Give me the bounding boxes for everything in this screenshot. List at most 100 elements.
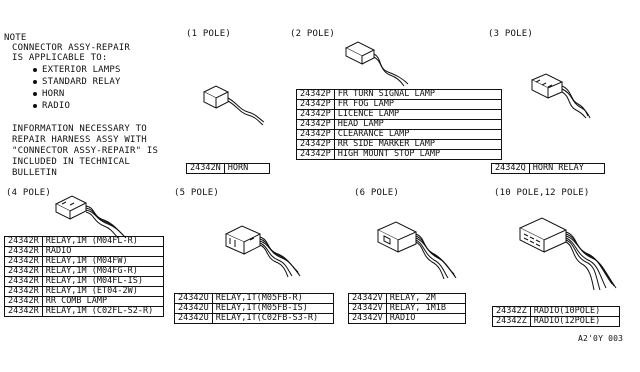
part-number: 24342V <box>348 293 387 304</box>
part-description: FR TURN SIGNAL LAMP <box>333 89 502 100</box>
part-number: 24342V <box>348 303 387 314</box>
part-number: 24342R <box>4 266 43 277</box>
part-number: 24342U <box>174 313 213 324</box>
connector-1-pole-icon <box>202 85 265 126</box>
part-description: RELAY,1M (M04FW) <box>41 256 164 267</box>
connector-6-pole-icon <box>376 221 457 280</box>
pole4-label: (4 POLE) <box>6 188 51 198</box>
info-line-1: INFORMATION NECESSARY TO <box>12 124 147 134</box>
part-description: RR COMB LAMP <box>41 296 164 307</box>
bullet-icon <box>33 92 37 96</box>
part-description: RR SIDE MARKER LAMP <box>333 139 502 150</box>
info-line-4: INCLUDED IN TECHNICAL <box>12 157 130 167</box>
part-number: 24342R <box>4 286 43 297</box>
part-number: 24342R <box>4 246 43 257</box>
connector-5-pole-icon <box>224 225 301 278</box>
pole1-label: (1 POLE) <box>186 29 231 39</box>
part-description: FR FOG LAMP <box>333 99 502 110</box>
pole3-label: (3 POLE) <box>488 29 533 39</box>
info-line-2: REPAIR HARNESS ASSY WITH <box>12 135 147 145</box>
part-number: 24342P <box>296 119 335 130</box>
part-description: RELAY,1M (M04FL-IS) <box>41 276 164 287</box>
diagram-code: A2'0Y 003 <box>578 334 624 343</box>
part-number: 24342R <box>4 236 43 247</box>
part-description: RADIO(10POLE) <box>529 306 620 317</box>
part-number: 24342U <box>174 293 213 304</box>
part-description: RELAY,1M (ET04-2W) <box>41 286 164 297</box>
note-item-standard-relay: STANDARD RELAY <box>42 77 121 87</box>
table-row: 24342N HORN <box>186 163 270 174</box>
part-number: 24342U <box>174 303 213 314</box>
bullet-icon <box>33 104 37 108</box>
info-line-3: "CONNECTOR ASSY-REPAIR" IS <box>12 146 159 156</box>
bullet-icon <box>33 68 37 72</box>
part-number: 24342R <box>4 256 43 267</box>
part-description: LICENCE LAMP <box>333 109 502 120</box>
part-number: 24342V <box>348 313 387 324</box>
part-number: 24342Z <box>492 316 531 327</box>
note-title: NOTE <box>4 33 27 43</box>
part-number: 24342P <box>296 109 335 120</box>
part-description: HEAD LAMP <box>333 119 502 130</box>
connector-10-12-pole-icon <box>518 217 617 291</box>
part-number: 24342P <box>296 89 335 100</box>
part-description: CLEARANCE LAMP <box>333 129 502 140</box>
part-description: HORN RELAY <box>528 163 605 174</box>
note-line-1: CONNECTOR ASSY-REPAIR <box>12 43 130 53</box>
part-description: RELAY,1T(M05FB-IS) <box>211 303 334 314</box>
part-description: HIGH MOUNT STOP LAMP <box>333 149 502 160</box>
part-description: RADIO <box>385 313 466 324</box>
connector-2-pole-icon <box>344 41 409 87</box>
connector-4-pole-icon <box>54 195 127 239</box>
part-description: RELAY,1T(C02FB-S3-R) <box>211 313 334 324</box>
note-item-exterior-lamps: EXTERIOR LAMPS <box>42 65 121 75</box>
table-row: 24342Q HORN RELAY <box>491 163 605 174</box>
part-description: HORN <box>223 163 270 174</box>
connector-3-pole-icon <box>530 73 591 119</box>
part-number: 24342Z <box>492 306 531 317</box>
note-item-radio: RADIO <box>42 101 71 111</box>
part-number: 24342P <box>296 129 335 140</box>
part-number: 24342P <box>296 99 335 110</box>
pole3-parts-table: 24342Q HORN RELAY <box>491 163 605 174</box>
part-number: 24342R <box>4 306 43 317</box>
bullet-icon <box>33 80 37 84</box>
note-line-2: IS APPLICABLE TO: <box>12 53 108 63</box>
pole10-label: (10 POLE,12 POLE) <box>494 188 590 198</box>
pole2-label: (2 POLE) <box>290 29 335 39</box>
part-number: 24342R <box>4 276 43 287</box>
pole1-parts-table: 24342N HORN <box>186 163 270 174</box>
pole5-label: (5 POLE) <box>174 188 219 198</box>
part-description: RELAY,1M (C02FL-S2-R) <box>41 306 164 317</box>
note-item-horn: HORN <box>42 89 65 99</box>
part-description: RELAY,1M (M04FL-R) <box>41 236 164 247</box>
part-number: 24342R <box>4 296 43 307</box>
part-description: RELAY,1T(M05FB-R) <box>211 293 334 304</box>
part-description: RELAY, 1M1B <box>385 303 466 314</box>
